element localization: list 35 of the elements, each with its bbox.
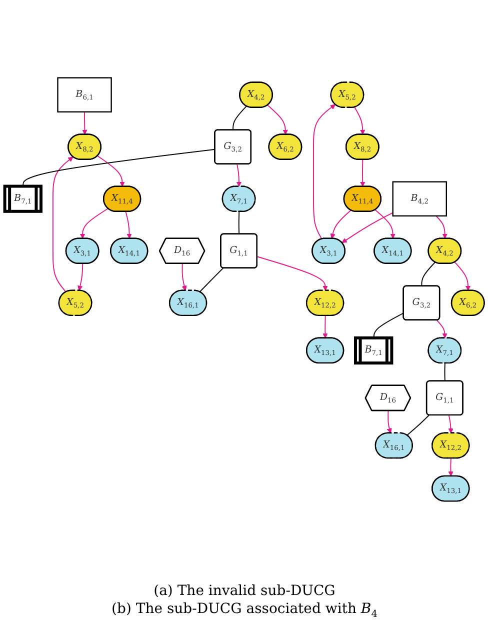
arrow bbox=[256, 256, 328, 292]
arrow bbox=[125, 211, 132, 240]
arrow bbox=[374, 210, 396, 240]
arrow bbox=[313, 104, 336, 240]
arrow bbox=[267, 104, 288, 135]
arrow bbox=[330, 210, 352, 240]
arrow bbox=[78, 263, 84, 292]
arrow bbox=[236, 164, 242, 188]
node-box: B$_{6,1}$ bbox=[57, 77, 112, 113]
panel-caption: (b) The sub-DUCG associated with B$_{4}$ bbox=[112, 601, 378, 620]
arrow bbox=[82, 112, 88, 135]
connector bbox=[238, 211, 240, 235]
arrow bbox=[52, 156, 74, 293]
panel-caption: (a) The invalid sub-DUCG bbox=[152, 583, 336, 600]
connector bbox=[199, 268, 224, 293]
arrow bbox=[454, 262, 471, 292]
connector bbox=[444, 362, 446, 382]
arrow bbox=[448, 458, 454, 477]
arrow bbox=[386, 410, 392, 434]
connector bbox=[22, 149, 216, 188]
connector bbox=[421, 262, 436, 287]
connector bbox=[373, 312, 404, 339]
arrow bbox=[182, 263, 187, 292]
arrow bbox=[322, 315, 328, 339]
arrow bbox=[342, 212, 394, 244]
node-box: B$_{4,2}$ bbox=[392, 181, 447, 217]
connector bbox=[232, 106, 247, 131]
arrow bbox=[80, 208, 109, 240]
arrow bbox=[354, 106, 366, 135]
arrow bbox=[360, 159, 366, 188]
arrow bbox=[436, 216, 448, 240]
arrow bbox=[436, 320, 448, 339]
arrow bbox=[448, 414, 454, 434]
connector bbox=[406, 414, 430, 436]
arrow bbox=[97, 156, 125, 188]
